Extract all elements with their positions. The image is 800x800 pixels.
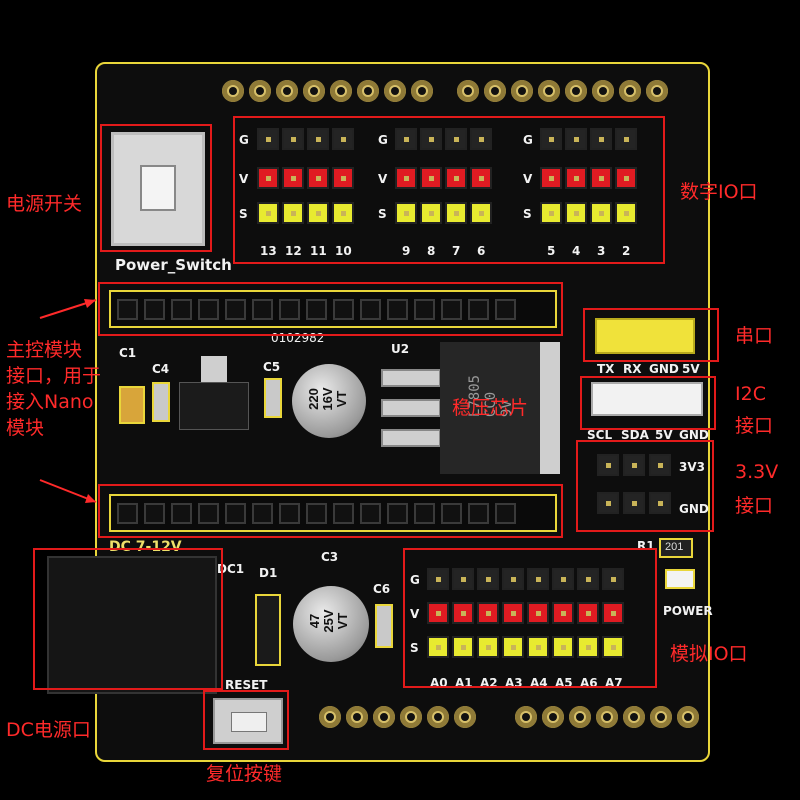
pin-label: 9	[402, 244, 411, 258]
i2c-5v: 5V	[655, 428, 673, 442]
dc-jack[interactable]	[47, 556, 217, 694]
d1-label: D1	[259, 566, 278, 580]
row-label-g: G	[410, 573, 420, 587]
gnd-label: GND	[679, 502, 709, 516]
digital-io-box	[233, 116, 665, 264]
nano-socket-bottom-box	[98, 484, 563, 538]
i2c-sda: SDA	[621, 428, 649, 442]
annotation-nano-line1: 主控模块	[6, 339, 83, 361]
row-label-s: S	[239, 207, 248, 221]
pin-label: 4	[572, 244, 581, 258]
electrolytic-cap-220uf: 220 16V VT	[292, 364, 366, 438]
c4-capacitor	[152, 382, 170, 422]
pin-label: 7	[452, 244, 461, 258]
row-label-v: V	[410, 607, 420, 621]
c1-capacitor	[119, 386, 145, 424]
uart-gnd: GND	[649, 362, 679, 376]
uart-5v: 5V	[682, 362, 700, 376]
annotation-digital-io: 数字IO口	[680, 181, 758, 203]
v33-box	[576, 440, 714, 532]
reset-label: RESET	[225, 678, 268, 692]
r1-value: 201	[665, 541, 684, 553]
c6-label: C6	[373, 582, 391, 596]
c6-capacitor	[375, 604, 393, 648]
c1-label: C1	[119, 346, 137, 360]
i2c-scl: SCL	[587, 428, 613, 442]
power-switch-label: Power_Switch	[115, 256, 232, 274]
electrolytic-cap-47uf: 47 25V VT	[293, 586, 369, 662]
reset-button-cap[interactable]	[231, 712, 267, 732]
c4-label: C4	[152, 362, 170, 376]
row-label-g: G	[378, 133, 388, 147]
power-switch[interactable]	[111, 132, 205, 246]
reset-button[interactable]	[213, 698, 283, 744]
annotation-v33-line1: 3.3V	[735, 461, 779, 483]
row-label-g: G	[523, 133, 533, 147]
annotation-dc-port: DC电源口	[6, 719, 91, 741]
annotation-nano-line3: 接入Nano	[6, 391, 94, 413]
nano-socket-bottom[interactable]	[109, 494, 557, 532]
c5-label: C5	[263, 360, 281, 374]
r1-resistor: 201	[659, 538, 693, 558]
diode-d1	[255, 594, 281, 666]
power-led	[665, 569, 695, 589]
annotation-v33-line2: 接口	[735, 495, 774, 517]
c3-label: C3	[321, 550, 339, 564]
v33-label: 3V3	[679, 460, 705, 474]
u2-label: U2	[391, 342, 410, 356]
reg-tab	[201, 356, 227, 382]
annotation-i2c-line2: 接口	[735, 415, 774, 437]
reset-box	[203, 690, 289, 750]
annotation-reset: 复位按键	[206, 763, 283, 785]
row-label-v: V	[378, 172, 388, 186]
uart-rx: RX	[623, 362, 642, 376]
uart-tx: TX	[597, 362, 615, 376]
row-label-v: V	[239, 172, 249, 186]
i2c-box	[580, 376, 716, 430]
row-label-s: S	[523, 207, 532, 221]
row-label-s: S	[378, 207, 387, 221]
voltage-regulator-small	[179, 382, 249, 430]
pin-label: 2	[622, 244, 631, 258]
annotation-i2c-line1: I2C	[735, 383, 766, 405]
annotation-serial: 串口	[735, 325, 774, 347]
pin-label: 6	[477, 244, 486, 258]
c5-capacitor	[264, 378, 282, 418]
annotation-nano-line2: 接口，用于	[6, 365, 102, 387]
pin-label: 8	[427, 244, 436, 258]
pin-label: 10	[335, 244, 352, 258]
shield-board: Power_Switch G V S G V S G V S 13 12 11 …	[47, 62, 713, 762]
pin-label: 11	[310, 244, 327, 258]
row-label-v: V	[523, 172, 533, 186]
power-label: POWER	[663, 604, 713, 618]
i2c-gnd: GND	[679, 428, 709, 442]
dc1-label: DC1	[217, 562, 245, 576]
pin-label: 5	[547, 244, 556, 258]
switch-knob[interactable]	[140, 165, 176, 211]
dc-range-label: DC 7-12V	[109, 539, 182, 555]
row-label-g: G	[239, 133, 249, 147]
row-label-s: S	[410, 641, 419, 655]
pin-label: 3	[597, 244, 606, 258]
analog-io-box	[403, 548, 657, 688]
i2c-header[interactable]	[591, 382, 703, 416]
power-switch-box	[100, 124, 212, 252]
pin-label: 13	[260, 244, 277, 258]
uart-header[interactable]	[595, 318, 695, 354]
uart-box	[583, 308, 719, 362]
annotation-analog-io: 模拟IO口	[670, 643, 748, 665]
regulator-chip: L7805 CC0 9V	[440, 342, 560, 474]
dc-port-box	[33, 548, 223, 690]
pin-label: 12	[285, 244, 302, 258]
nano-socket-top[interactable]	[109, 290, 557, 328]
annotation-regulator: 稳压芯片	[452, 397, 529, 419]
nano-socket-top-box	[98, 282, 563, 336]
annotation-power-switch: 电源开关	[6, 193, 83, 215]
annotation-nano-line4: 模块	[6, 417, 45, 439]
